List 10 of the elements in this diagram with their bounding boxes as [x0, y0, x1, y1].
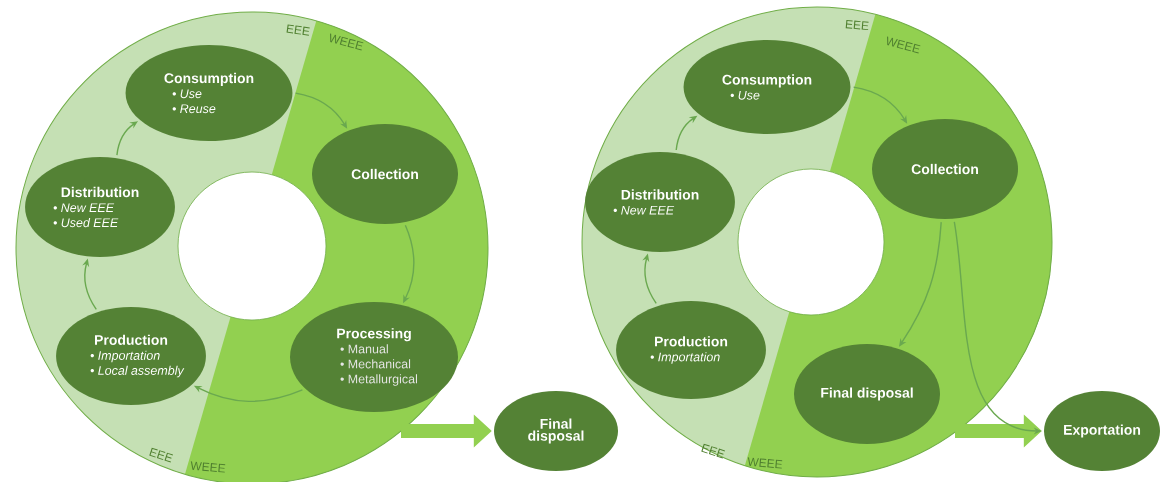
ring-label: EEE	[149, 447, 173, 463]
ring-label: EEE	[286, 24, 310, 36]
ring-label: WEEE	[330, 33, 364, 51]
ring-label: EEE	[845, 19, 869, 31]
ring-label: EEE	[701, 443, 725, 459]
arrow	[899, 221, 942, 347]
ring-label: WEEE	[887, 36, 921, 54]
arrow	[852, 86, 908, 124]
ring-label: WEEE	[747, 457, 783, 469]
ring-label: WEEE	[190, 461, 226, 473]
